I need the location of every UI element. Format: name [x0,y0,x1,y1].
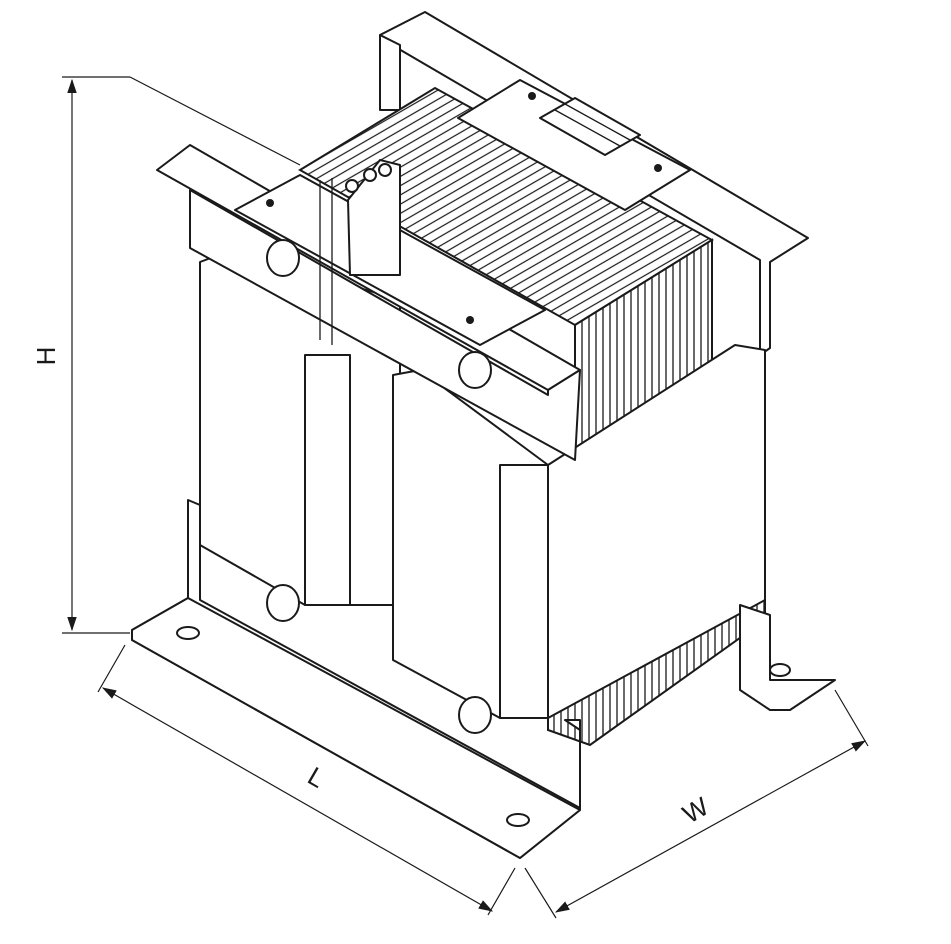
screw-dot [466,316,474,324]
mount-hole [176,626,200,640]
screw-dot [266,199,274,207]
terminal-plate-rear [457,79,691,211]
right-coil [392,369,549,719]
nut [458,696,492,734]
dimension-width [524,689,869,919]
screw-dot [654,164,662,172]
width-label: W [677,791,714,829]
nut [458,351,492,389]
screw-dot [528,92,536,100]
length-label: L [303,761,331,794]
mount-hole [506,813,530,827]
nut [266,584,300,622]
dimension-height [62,76,301,634]
dimension-length [97,644,516,916]
nut [266,239,300,277]
height-label: H [31,347,61,366]
front-bracket [156,144,581,461]
mount-hole [769,663,791,677]
